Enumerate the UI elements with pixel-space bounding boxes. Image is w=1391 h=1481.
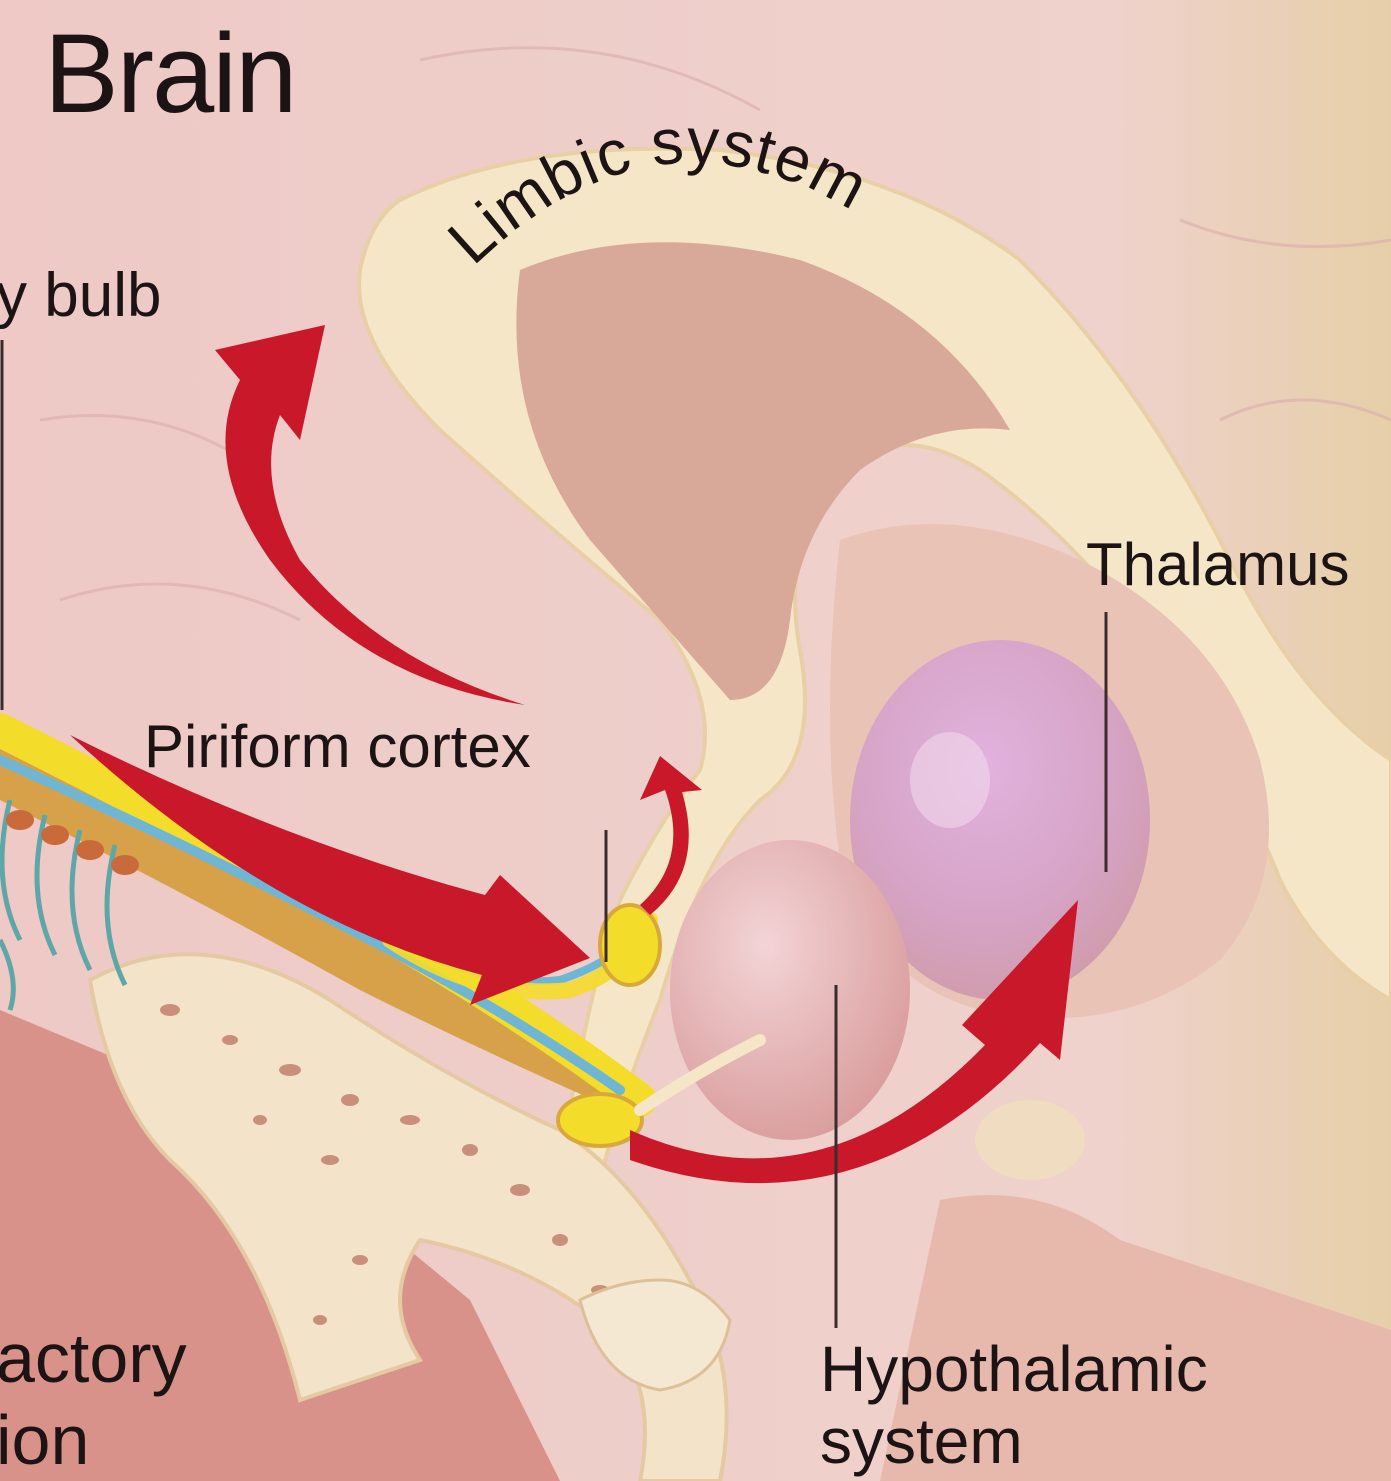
thalamus-label: Thalamus (1086, 532, 1349, 598)
piriform-cortex-label: Piriform cortex (144, 714, 531, 780)
olfactory-bulb-label: y bulb (0, 262, 161, 330)
olfactory-node-lower (558, 1094, 642, 1146)
hypothalamus-body (670, 840, 910, 1140)
mammillary-nodule (975, 1100, 1085, 1180)
olfactory-label-line2: ion (0, 1404, 89, 1478)
hypothalamic-label-line2: system (820, 1408, 1023, 1475)
brain-title: Brain (44, 18, 295, 130)
olfactory-label-line1: actory (0, 1322, 187, 1396)
thalamus-highlight (910, 732, 990, 828)
piriform-node (600, 905, 660, 985)
hypothalamic-label-line1: Hypothalamic (820, 1336, 1208, 1403)
